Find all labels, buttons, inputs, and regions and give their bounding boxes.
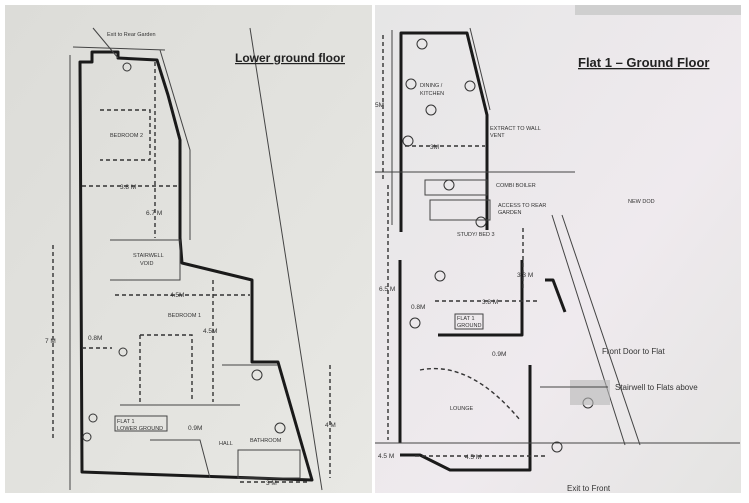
stairwell-above-label: Stairwell to Flats above (615, 383, 698, 392)
redacted-patch (570, 380, 610, 405)
bedroom2-outline (100, 109, 151, 161)
fixture-symbol (118, 347, 128, 357)
dim-3m-label: 3M (430, 144, 439, 151)
fixture-symbol (82, 432, 92, 442)
extract-label-1: EXTRACT TO WALL (490, 126, 541, 132)
dim-7-label: 7 M (45, 338, 56, 345)
fixture-symbol (425, 104, 437, 116)
fixture-symbol (122, 62, 132, 72)
lounge-door-swing (419, 367, 521, 421)
fixture-symbol (409, 317, 421, 329)
extract-label-2: VENT (490, 133, 505, 139)
dim-6-7-label: 6.7 M (146, 210, 162, 217)
dim-4-5a-label: 4.5M (170, 292, 184, 299)
dim-5-label: 5M (375, 102, 384, 109)
screen-edge (575, 5, 741, 15)
fixture-symbol (434, 270, 446, 282)
bedroom1-label: BEDROOM 1 (168, 313, 201, 319)
combi-boiler-label: COMBI BOILER (496, 183, 536, 189)
right-photo-background (375, 5, 741, 493)
flat-label-1: FLAT 1 (117, 419, 135, 425)
dim-3-3-label: 3.3 M (517, 272, 533, 279)
dim-3-8-label: 3.8 M (120, 184, 136, 191)
dim-3-label: 3 M (266, 480, 277, 487)
exit-arrow (92, 27, 119, 59)
front-door-label: Front Door to Flat (602, 347, 665, 356)
fixture-symbol (405, 78, 417, 90)
dim-3-8-label: 3.8 M (482, 299, 498, 306)
fixture-symbol (475, 216, 487, 228)
lower-ground-outline (69, 27, 323, 491)
fixture-symbol (551, 441, 563, 453)
exit-rear-label: Exit to Rear Garden (107, 32, 156, 38)
ground-outer-wall (399, 31, 489, 232)
dim-0-9-label: 0.9M (492, 351, 506, 358)
dim-4-5b-label: 4.5 M (465, 454, 481, 461)
bathroom-walls (120, 364, 301, 479)
new-door-label: NEW DOD (628, 199, 655, 205)
dim-0-9-label: 0.9M (188, 425, 202, 432)
dim-4-5b-label: 4.5M (203, 328, 217, 335)
left-photo-background (5, 5, 372, 493)
lounge-label: LOUNGE (450, 406, 474, 412)
flat-label-box (114, 415, 168, 432)
flat-label-box (454, 313, 484, 330)
ground-title: Flat 1 – Ground Floor (578, 55, 709, 70)
dining-label-2: KITCHEN (420, 91, 444, 97)
flat-label-2: LOWER GROUND (117, 426, 163, 432)
void-label: VOID (140, 261, 153, 267)
dining-label-1: DINING / (420, 83, 443, 89)
flat-label-2: GROUND (457, 323, 481, 329)
hall-label: HALL (219, 441, 233, 447)
flat-label-1: FLAT 1 (457, 316, 475, 322)
bathroom-label: BATHROOM (250, 438, 282, 444)
dim-4-5a-label: 4.5 M (378, 453, 394, 460)
dim-6-5-label: 6.5 M (379, 286, 395, 293)
fixture-symbol (88, 413, 98, 423)
bedroom2-label: BEDROOM 2 (110, 133, 143, 139)
dim-0-8-label: 0.8M (411, 304, 425, 311)
stairwell-label: STAIRWELL (133, 253, 164, 259)
exit-front-label: Exit to Front (567, 484, 611, 493)
lower-ground-floor-plan: Lower ground floor Exit to Rear Garden B… (5, 5, 372, 493)
access-rear-label-2: GARDEN (498, 210, 522, 216)
bed-outline (139, 334, 193, 402)
dim-4-label: 4 M (325, 422, 336, 429)
lower-ground-outer-wall (78, 50, 314, 482)
lower-ground-title: Lower ground floor (235, 51, 345, 65)
access-rear-label-1: ACCESS TO REAR (498, 203, 546, 209)
dim-0-8-label: 0.8M (88, 335, 102, 342)
fixture-symbol (464, 80, 476, 92)
ground-floor-plan: Flat 1 – Ground Floor DINING / KITCHEN 5… (375, 5, 741, 493)
fixture-symbol (416, 38, 428, 50)
ground-lower-walls (398, 260, 567, 472)
toilet-icon (274, 422, 286, 434)
ground-outline (375, 27, 740, 446)
fixture-symbol (443, 179, 455, 191)
fixture-symbol (402, 135, 414, 147)
stairwell-void (110, 239, 181, 281)
basin-icon (251, 369, 263, 381)
study-label: STUDY/ BED 3 (457, 232, 495, 238)
